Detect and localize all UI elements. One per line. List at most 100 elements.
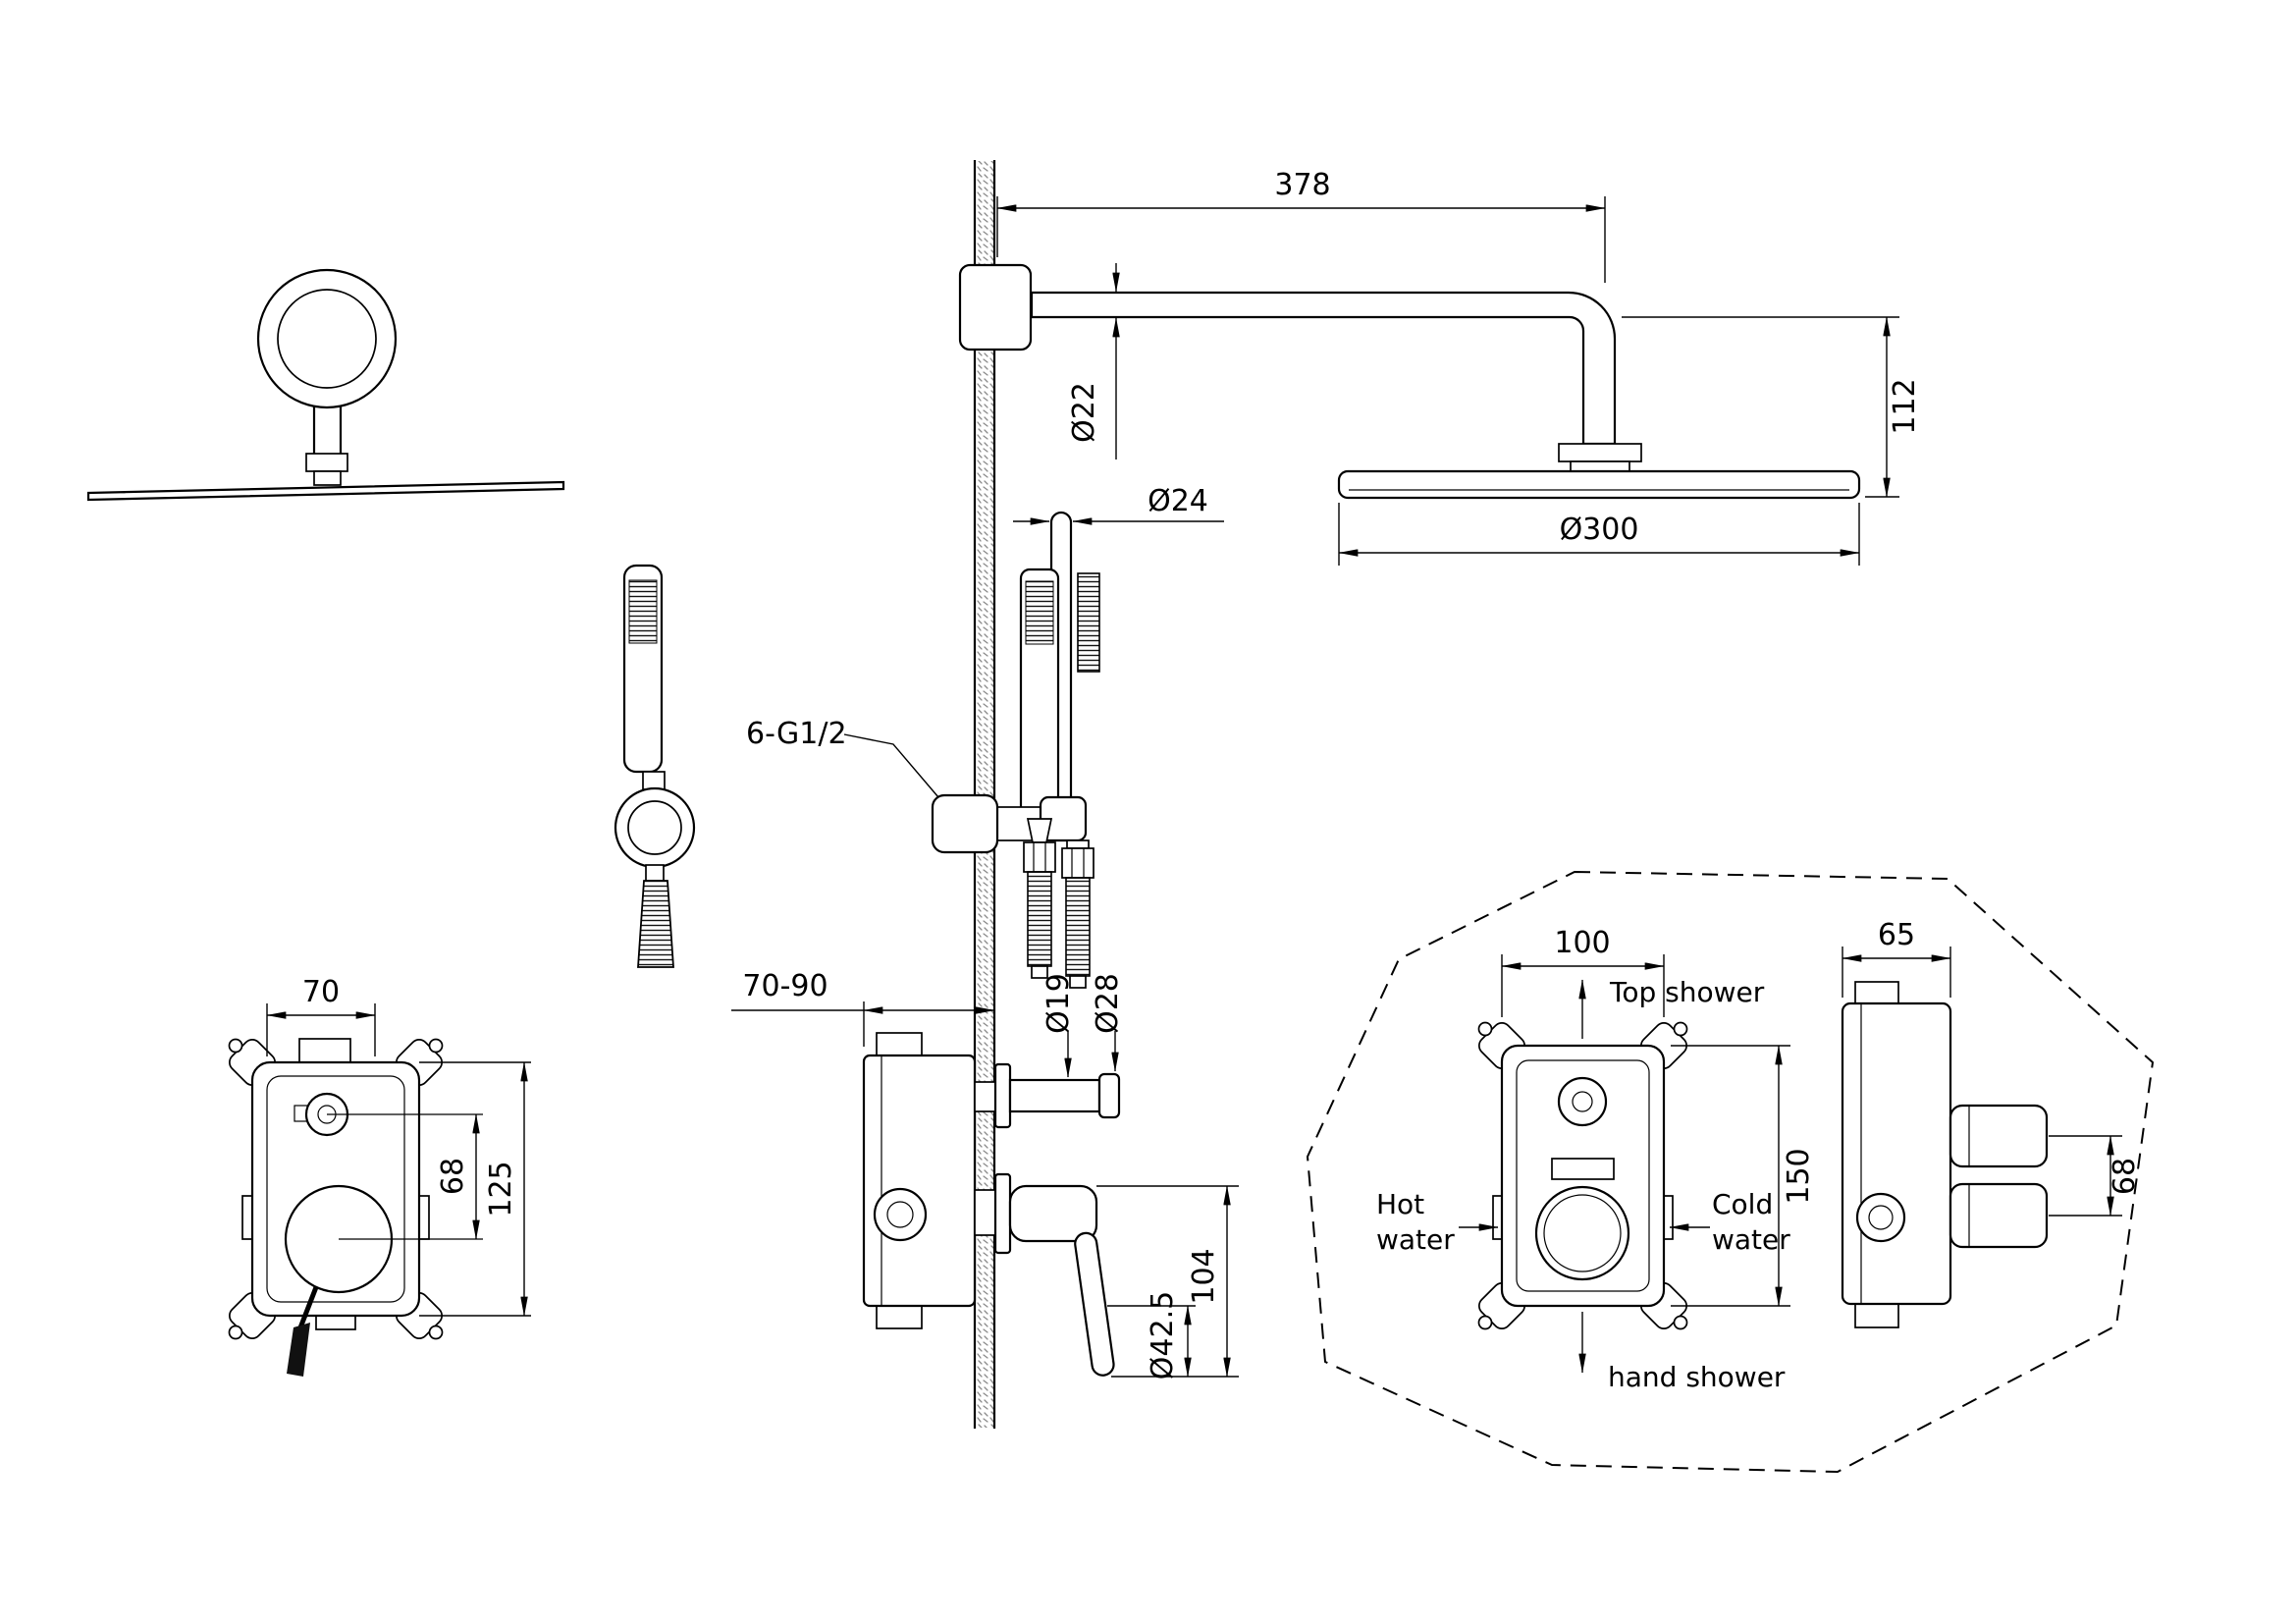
- bottom-port: [315, 1315, 356, 1330]
- dim-100: 100: [1554, 926, 1610, 960]
- arm-wall-flange: [958, 263, 1033, 352]
- s-knob: [1855, 1192, 1906, 1243]
- ext-lines-125: [419, 1061, 531, 1317]
- label-hot-2: water: [1376, 1223, 1455, 1256]
- wall-pass-lower: [974, 1189, 998, 1236]
- s-tab-bottom: [1854, 1303, 1899, 1328]
- valve-inner-contour: [266, 1075, 405, 1303]
- label-hot-1: Hot: [1376, 1188, 1424, 1220]
- mixer-box: [862, 1054, 977, 1308]
- dim-o24: Ø24: [1148, 484, 1208, 518]
- ear-screw-br: [428, 1325, 444, 1340]
- system-side-view: 378 Ø22 112 Ø300 Ø24 6-G1/2 70-90 Ø19: [731, 168, 1922, 1380]
- d-label-plate: [1551, 1158, 1615, 1180]
- lever-grip: [287, 1323, 310, 1377]
- ext-lines-150: [1671, 1045, 1790, 1307]
- dim-68: 68: [436, 1158, 470, 1195]
- detail-bubble: 100 Top shower 150 Hot water Cold water …: [1307, 871, 2154, 1473]
- label-hand-shower: hand shower: [1608, 1361, 1786, 1393]
- dim-378: 378: [1274, 168, 1330, 202]
- head-plate-edge: [86, 480, 565, 502]
- dim-65: 65: [1878, 918, 1915, 952]
- mixer-side-knob-inner: [886, 1201, 914, 1228]
- d-side-tab-left: [1492, 1195, 1503, 1240]
- hose-spring: [1077, 572, 1100, 673]
- shower-arm: [1030, 291, 1617, 446]
- wall-pass-upper: [974, 1081, 998, 1112]
- side-tab-left: [241, 1195, 253, 1240]
- detail-valve-side: [1841, 981, 2049, 1328]
- temp-stem: [1008, 1078, 1101, 1113]
- dim-o425: Ø42.5: [1146, 1291, 1180, 1380]
- hose-a-nut: [1023, 841, 1056, 873]
- hose-b-neck: [1066, 839, 1090, 849]
- s-tab-top: [1854, 981, 1899, 1006]
- label-top-shower: Top shower: [1609, 976, 1765, 1008]
- handle-grip-texture: [628, 579, 658, 644]
- hose-a-cone: [1026, 818, 1053, 843]
- hose-b-nut-facets: [1071, 848, 1085, 878]
- side-view-dimensions: 378 Ø22 112 Ø300 Ø24 6-G1/2: [746, 168, 1922, 798]
- d-valve-inner: [1516, 1059, 1650, 1292]
- dim-o22: Ø22: [1067, 382, 1101, 443]
- dim-112: 112: [1888, 378, 1922, 434]
- hanger-neck: [645, 864, 665, 882]
- head-pipe: [312, 406, 343, 454]
- dim-o28: Ø28: [1091, 973, 1125, 1034]
- ear-screw-bl: [228, 1325, 243, 1340]
- hand-shower-front-view: [614, 564, 696, 968]
- escutcheon-lower: [993, 1172, 1012, 1255]
- d-cartridge: [1534, 1185, 1630, 1281]
- valve-front-view: 70 68 125: [228, 975, 531, 1377]
- dim-o19: Ø19: [1041, 973, 1076, 1034]
- hose-a-tip: [1031, 965, 1048, 979]
- s-port-lower: [1949, 1182, 2049, 1249]
- d-cartridge-inner: [1543, 1194, 1622, 1272]
- label-cold-2: water: [1712, 1223, 1790, 1256]
- supply-elbow: [931, 793, 999, 854]
- mixer-side-view: [862, 1032, 1121, 1377]
- threaded-stud: [637, 880, 674, 968]
- hose-b-flex: [1065, 877, 1091, 977]
- dim-o300: Ø300: [1560, 513, 1639, 547]
- dim-104: 104: [1187, 1248, 1221, 1304]
- d-ear-screw-tl: [1477, 1021, 1493, 1037]
- head-ring-inner: [277, 289, 377, 389]
- d-top-knob: [1557, 1076, 1608, 1127]
- s-port-upper: [1949, 1104, 2049, 1168]
- ext-lines-112: [1622, 316, 1899, 498]
- top-port: [298, 1038, 351, 1063]
- mixer-tab-top: [876, 1032, 923, 1056]
- side-tab-right: [418, 1195, 430, 1240]
- center-lines-68: [327, 1113, 483, 1240]
- head-collar-1: [305, 453, 348, 472]
- ear-screw-tl: [228, 1038, 243, 1054]
- ext-lines-378: [996, 196, 1606, 283]
- mixer-tab-bottom: [876, 1305, 923, 1329]
- d-side-tab-right: [1663, 1195, 1674, 1240]
- head-connector-1: [1558, 443, 1642, 462]
- mixer-lever-side: [1074, 1231, 1115, 1377]
- d-ear-screw-br: [1673, 1315, 1688, 1330]
- ear-screw-tr: [428, 1038, 444, 1054]
- thread-leader: [843, 733, 939, 798]
- shower-head-front-view: [86, 268, 565, 502]
- dim-150: 150: [1782, 1148, 1816, 1204]
- valve-front-dimensions: 70 68 125: [266, 975, 531, 1317]
- ext-lines-104: [1096, 1185, 1239, 1378]
- head-connector-2: [1570, 460, 1630, 472]
- shower-hoses: [1023, 818, 1095, 989]
- hose-a-flex: [1027, 871, 1052, 967]
- temp-cap: [1097, 1072, 1121, 1119]
- mixer-side-knob: [873, 1187, 928, 1242]
- s-box: [1841, 1001, 1952, 1306]
- hose-a-nut-facets: [1033, 842, 1046, 872]
- d-ear-screw-tr: [1673, 1021, 1688, 1037]
- handle-neck: [642, 771, 666, 790]
- label-cold-1: Cold: [1712, 1188, 1773, 1220]
- head-collar-2: [313, 470, 342, 486]
- escutcheon-upper: [993, 1062, 1012, 1129]
- d-ear-screw-bl: [1477, 1315, 1493, 1330]
